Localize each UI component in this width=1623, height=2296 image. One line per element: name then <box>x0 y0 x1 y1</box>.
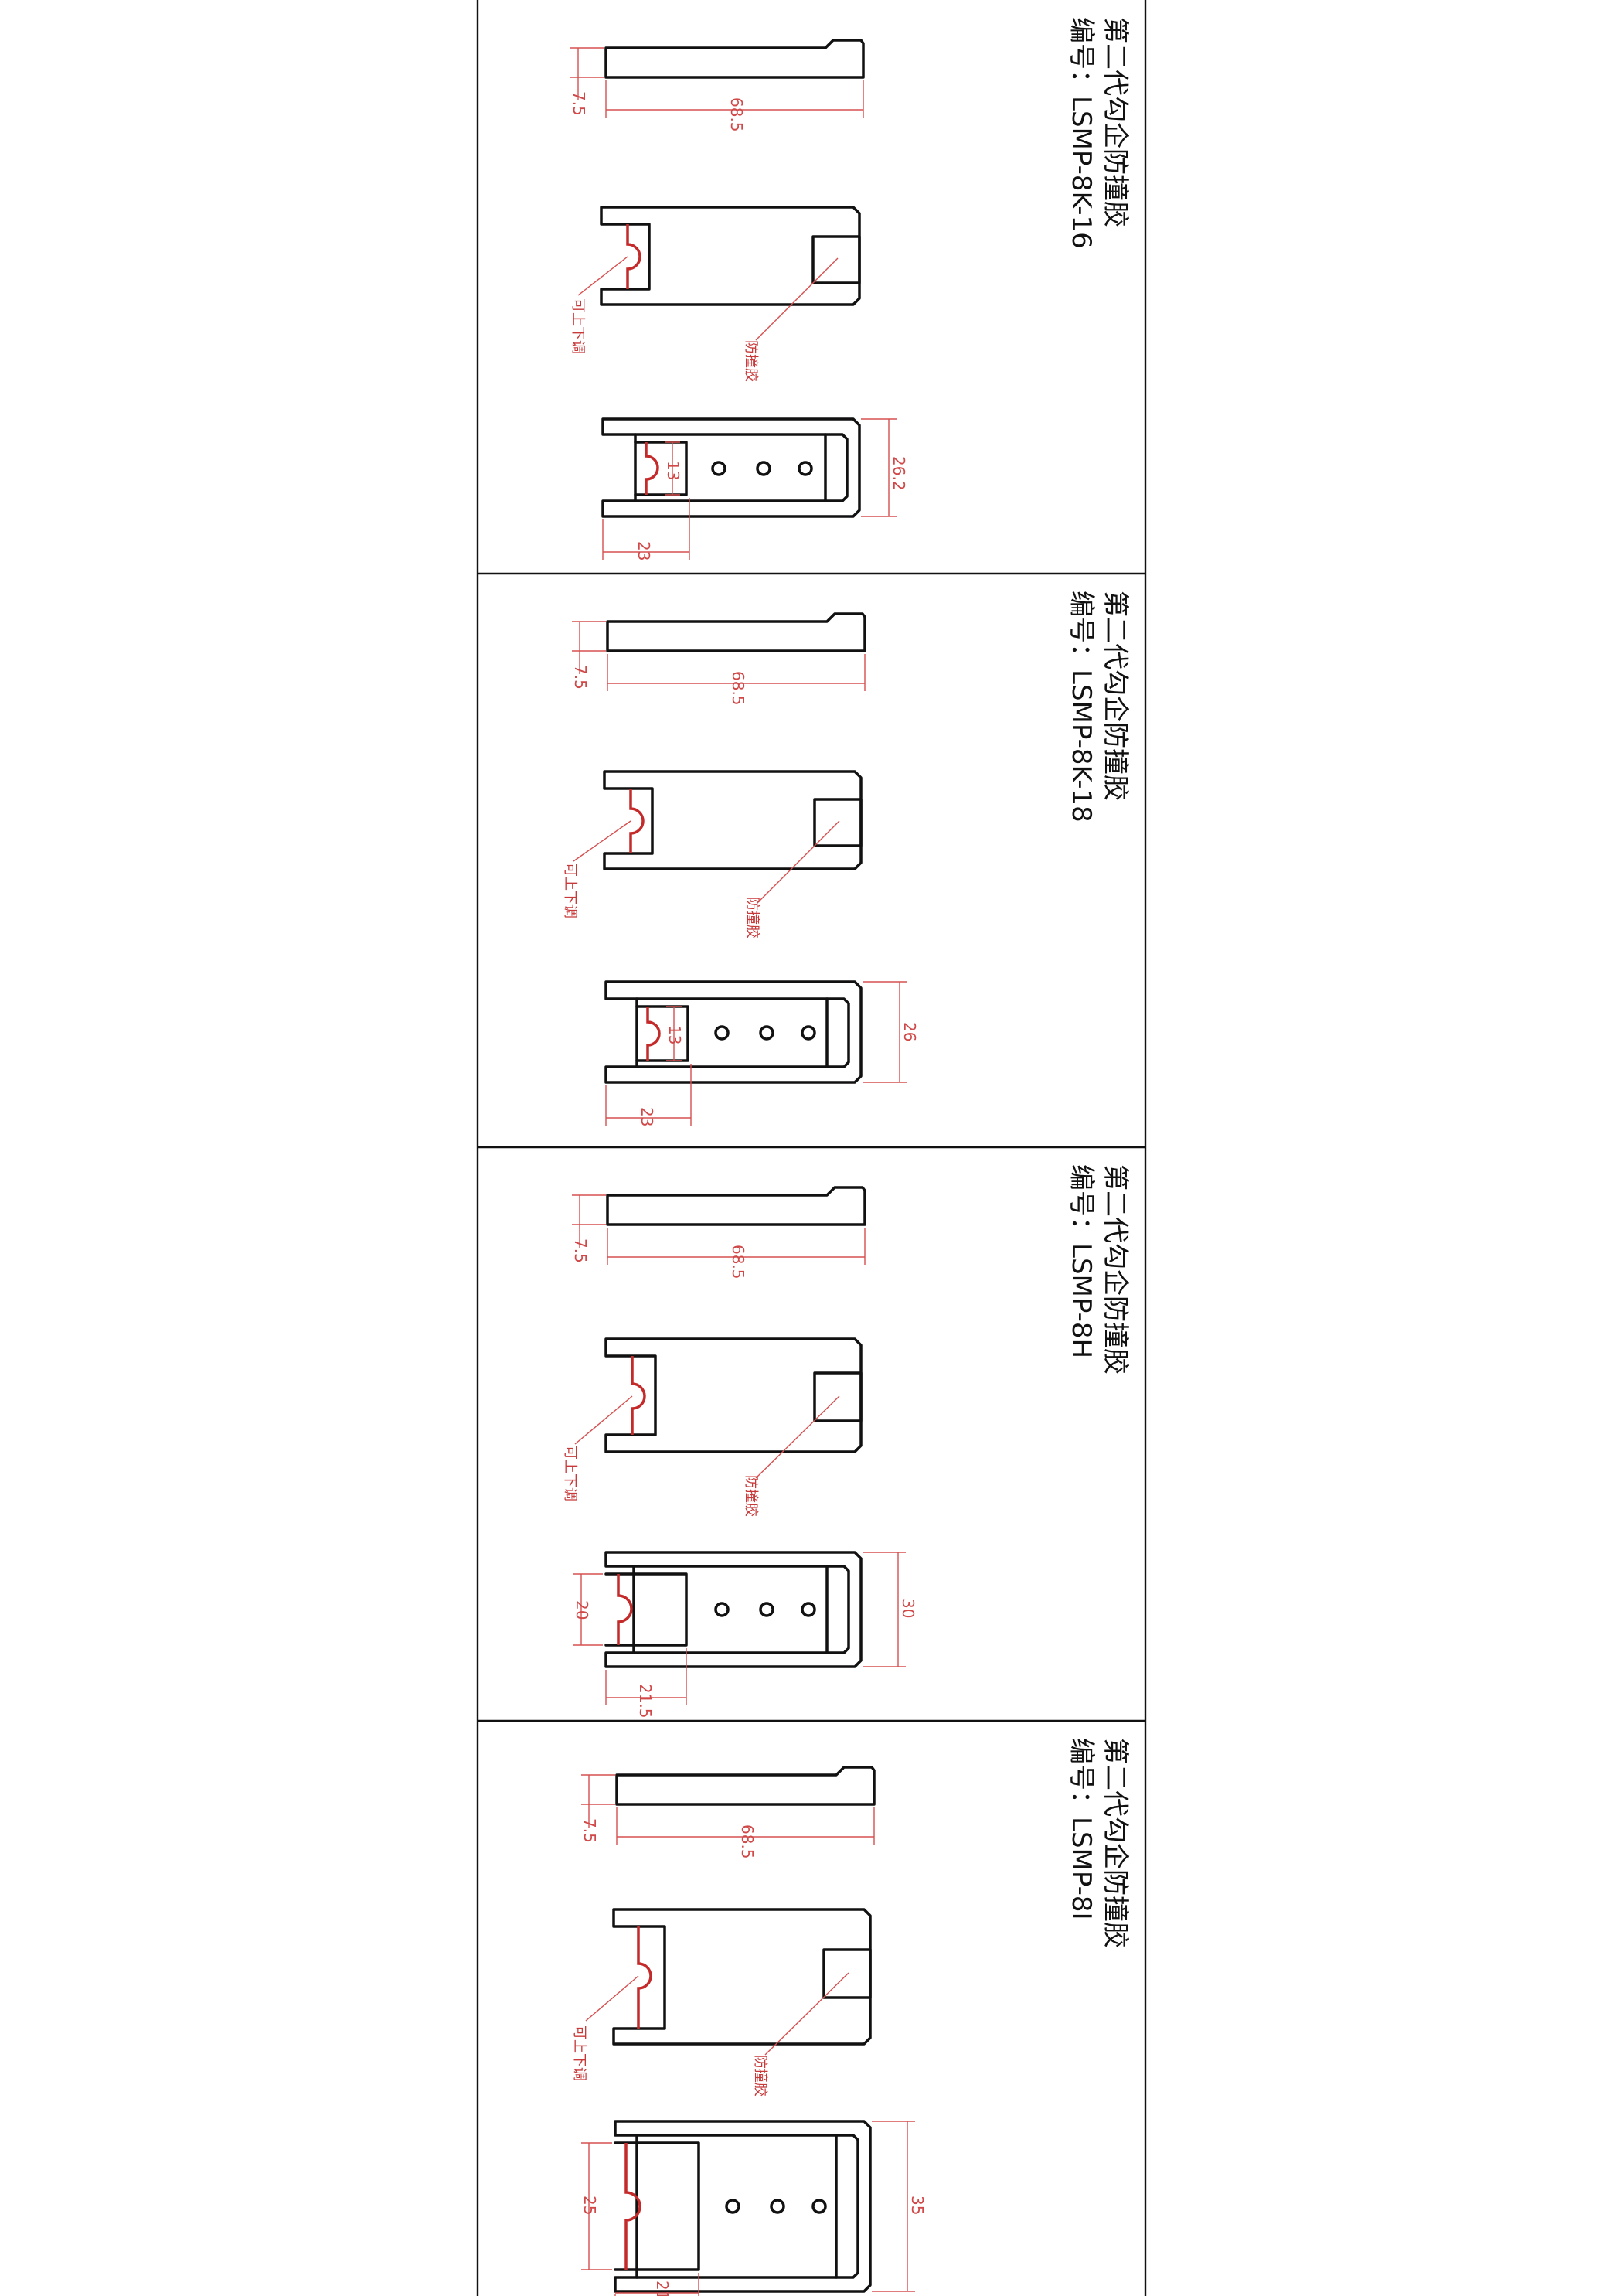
mount-hole-1 <box>714 1602 730 1617</box>
panel-2: 第二代勾企防撞胶 编号：LSMP-8K-18 7.5 68.5 可上下调 防撞胶 <box>562 591 1131 1126</box>
dim-width: 26 <box>900 1022 919 1041</box>
panel-title: 第二代勾企防撞胶 <box>1100 1164 1131 1375</box>
bottom-view: 26.2 23 13 <box>601 417 908 560</box>
label-bumper: 防撞胶 <box>744 897 760 938</box>
top-view: 可上下调 防撞胶 <box>562 770 863 938</box>
panel-title: 第二代勾企防撞胶 <box>1100 1738 1131 1948</box>
panel-1: 第二代勾企防撞胶 编号：LSMP-8K-16 7.5 68.5 可上下调 防撞胶 <box>570 17 1131 560</box>
panel-model-number: 编号：LSMP-8H <box>1066 1164 1097 1358</box>
dim-thickness: 7.5 <box>570 91 588 116</box>
side-view: 7.5 68.5 <box>580 1766 876 1859</box>
mount-hole-2 <box>756 461 771 476</box>
label-bumper: 防撞胶 <box>752 2055 768 2097</box>
panel-3: 第二代勾企防撞胶 编号：LSMP-8H 7.5 68.5 可上下调 防撞胶 <box>562 1164 1131 1719</box>
label-adjustable: 可上下调 <box>570 298 586 354</box>
panel-title: 第二代勾企防撞胶 <box>1100 591 1131 801</box>
top-view: 可上下调 防撞胶 <box>562 1337 863 1517</box>
dim-thickness: 7.5 <box>580 1818 599 1843</box>
dim-notch-depth: 20 <box>573 1600 591 1620</box>
mount-hole-3 <box>801 1025 816 1041</box>
mount-hole-3 <box>812 2199 827 2214</box>
mount-hole-1 <box>711 461 726 476</box>
dim-notch-width: 21.5 <box>636 1684 655 1719</box>
dim-notch-width: 21.5 <box>653 2281 672 2296</box>
panel-title: 第二代勾企防撞胶 <box>1100 17 1131 227</box>
panel-model-number: 编号：LSMP-8K-18 <box>1066 591 1097 823</box>
dim-width: 26.2 <box>890 456 908 491</box>
top-view: 可上下调 防撞胶 <box>570 206 861 382</box>
dim-width: 30 <box>899 1599 917 1618</box>
dim-width: 35 <box>908 2196 927 2215</box>
mount-hole-3 <box>798 461 813 476</box>
mount-hole-1 <box>725 2199 740 2214</box>
label-bumper: 防撞胶 <box>743 340 759 382</box>
panel-model-number: 编号：LSMP-8I <box>1066 1738 1097 1920</box>
side-view: 7.5 68.5 <box>571 612 866 706</box>
label-adjustable: 可上下调 <box>562 863 578 918</box>
bumper-block <box>813 1371 863 1422</box>
side-view: 7.5 68.5 <box>571 1186 866 1279</box>
dim-notch-width: 23 <box>635 541 653 560</box>
bumper-block <box>822 1948 872 1999</box>
mount-hole-3 <box>801 1602 816 1617</box>
panel-model-number: 编号：LSMP-8K-16 <box>1066 17 1097 249</box>
label-adjustable: 可上下调 <box>562 1446 578 1501</box>
side-view: 7.5 68.5 <box>570 39 865 132</box>
dim-length: 68.5 <box>729 671 747 706</box>
dim-length: 68.5 <box>729 1245 747 1279</box>
label-bumper: 防撞胶 <box>743 1475 759 1517</box>
dim-notch-depth: 13 <box>664 461 682 480</box>
mount-hole-2 <box>759 1602 774 1617</box>
dim-length: 68.5 <box>738 1824 757 1859</box>
mount-hole-2 <box>770 2199 785 2214</box>
label-adjustable: 可上下调 <box>571 2025 587 2081</box>
panel-4: 第二代勾企防撞胶 编号：LSMP-8I 7.5 68.5 可上下调 防撞胶 <box>571 1738 1131 2296</box>
bottom-view: 26 23 13 <box>604 980 919 1126</box>
bumper-block <box>813 798 863 847</box>
dim-thickness: 7.5 <box>571 1238 590 1263</box>
dim-notch-width: 23 <box>638 1107 656 1126</box>
bumper-block <box>812 235 861 284</box>
bottom-view: 30 21.5 20 <box>573 1551 917 1719</box>
mount-hole-1 <box>714 1025 730 1041</box>
dim-notch-depth: 25 <box>580 2196 599 2215</box>
dim-thickness: 7.5 <box>571 665 590 690</box>
bottom-view: 35 21.5 25 <box>580 2120 927 2296</box>
dim-notch-depth: 13 <box>665 1025 684 1044</box>
top-view: 可上下调 防撞胶 <box>571 1908 872 2097</box>
mount-hole-2 <box>759 1025 774 1041</box>
dim-length: 68.5 <box>727 97 746 132</box>
